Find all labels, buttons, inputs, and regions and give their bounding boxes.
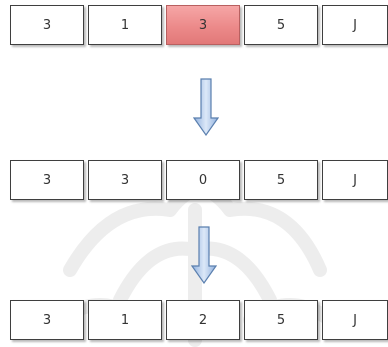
array-cell: 5 xyxy=(244,5,318,45)
array-row-2: 3 3 0 5 J xyxy=(10,160,388,200)
array-row-1: 3 1 3 5 J xyxy=(10,5,388,45)
down-arrow-icon xyxy=(191,226,217,284)
array-cell: J xyxy=(322,5,388,45)
array-cell: 5 xyxy=(244,300,318,340)
array-cell: 3 xyxy=(88,160,162,200)
array-cell: 3 xyxy=(10,5,84,45)
array-cell: 3 xyxy=(10,300,84,340)
array-cell: 1 xyxy=(88,300,162,340)
array-row-3: 3 1 2 5 J xyxy=(10,300,388,340)
array-cell: 2 xyxy=(166,300,240,340)
array-cell: 0 xyxy=(166,160,240,200)
array-cell: 5 xyxy=(244,160,318,200)
array-cell-highlighted: 3 xyxy=(166,5,240,45)
down-arrow-icon xyxy=(193,78,219,136)
array-cell: J xyxy=(322,300,388,340)
array-cell: 3 xyxy=(10,160,84,200)
array-cell: J xyxy=(322,160,388,200)
array-cell: 1 xyxy=(88,5,162,45)
